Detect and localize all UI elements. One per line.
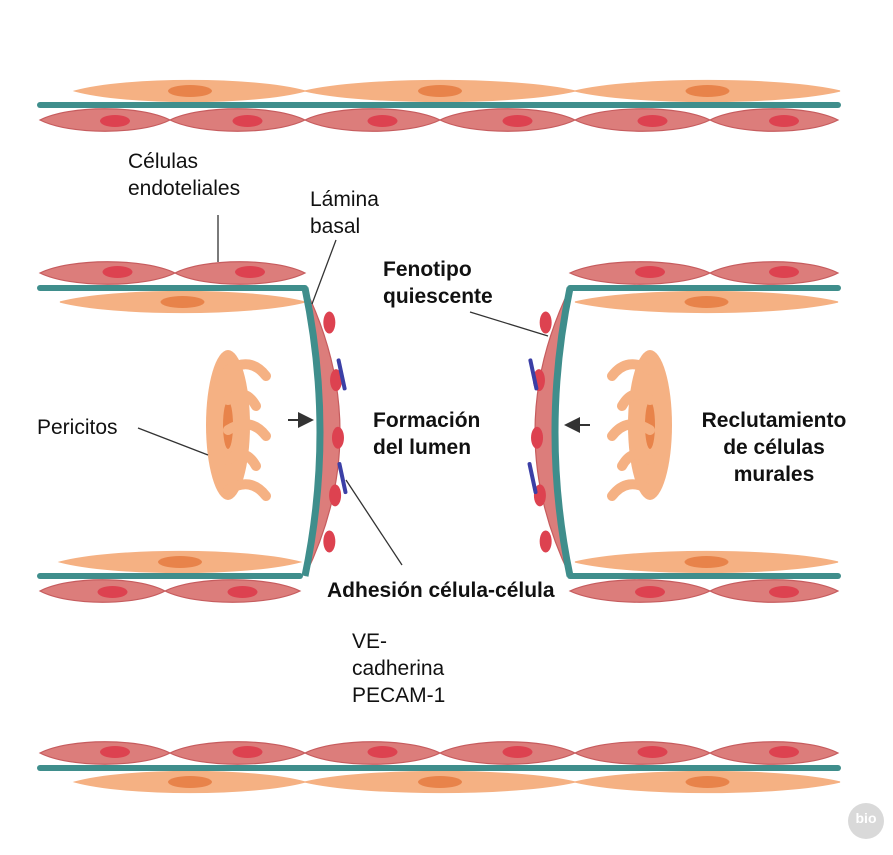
- sprout-wall-lower-left: [40, 552, 300, 603]
- endothelial-nucleus: [329, 484, 341, 506]
- pericyte-nucleus: [168, 776, 212, 788]
- endothelial-nucleus: [323, 312, 335, 334]
- quiescent-phenotype-label: Fenotipo quiescente: [383, 256, 493, 310]
- endothelial-nucleus: [769, 586, 799, 598]
- endothelial-cells-label: Células endoteliales: [128, 148, 240, 202]
- pericyte-nucleus: [686, 85, 730, 97]
- endothelial-nucleus: [540, 312, 552, 334]
- endothelial-nucleus: [638, 746, 668, 758]
- endothelial-nucleus: [769, 266, 799, 278]
- pericytes-label: Pericitos: [37, 414, 118, 441]
- pericyte-nucleus: [686, 776, 730, 788]
- sprout-wall-upper-left: [40, 262, 305, 313]
- mural-recruitment-label: Reclutamiento de células murales: [688, 407, 860, 488]
- vessel-wall-top: [40, 81, 840, 132]
- endothelial-nucleus: [503, 115, 533, 127]
- endothelial-nucleus: [769, 115, 799, 127]
- pericyte-nucleus: [168, 85, 212, 97]
- endothelial-nucleus: [638, 115, 668, 127]
- vessel-wall-bottom: [40, 742, 840, 793]
- pericyte-nucleus: [685, 296, 729, 308]
- pericyte-nucleus: [685, 556, 729, 568]
- endothelial-nucleus: [228, 586, 258, 598]
- sprout-wall-upper-right: [570, 262, 838, 313]
- lumen-formation-label: Formación del lumen: [373, 407, 480, 461]
- adhesion-molecules-label: VE- cadherina PECAM-1: [352, 628, 445, 709]
- endothelial-nucleus: [635, 586, 665, 598]
- endothelial-nucleus: [635, 266, 665, 278]
- sprout-wall-lower-right: [570, 552, 838, 603]
- cell-adhesion-label: Adhesión célula-célula: [327, 577, 555, 604]
- endothelial-nucleus: [100, 115, 130, 127]
- endothelial-nucleus: [368, 115, 398, 127]
- endothelial-nucleus: [233, 115, 263, 127]
- endothelial-nucleus: [332, 427, 344, 449]
- logo-text: bio: [848, 803, 884, 833]
- pericyte-nucleus: [161, 296, 205, 308]
- pointer-lamina: [312, 240, 336, 304]
- endothelial-nucleus: [100, 746, 130, 758]
- pointer-adhesion: [346, 480, 402, 565]
- adhesion-marker: [530, 464, 536, 492]
- endothelial-nucleus: [503, 746, 533, 758]
- endothelial-nucleus: [368, 746, 398, 758]
- endothelial-nucleus: [323, 530, 335, 552]
- endothelial-nucleus: [235, 266, 265, 278]
- pericyte-nucleus: [418, 85, 462, 97]
- basal-lamina-label: Lámina basal: [310, 186, 379, 240]
- left-sprout: [206, 288, 345, 576]
- endothelial-nucleus: [540, 530, 552, 552]
- adhesion-marker: [339, 464, 345, 492]
- pericyte-nucleus: [418, 776, 462, 788]
- endothelial-nucleus: [233, 746, 263, 758]
- endothelial-nucleus: [103, 266, 133, 278]
- pointer-pericytes: [138, 428, 208, 455]
- right-sprout: [530, 288, 672, 576]
- pointer-quiescent: [470, 312, 548, 336]
- endothelial-nucleus: [531, 427, 543, 449]
- endothelial-nucleus: [98, 586, 128, 598]
- endothelial-nucleus: [769, 746, 799, 758]
- biorender-logo: bio: [848, 803, 884, 839]
- pericyte-nucleus: [158, 556, 202, 568]
